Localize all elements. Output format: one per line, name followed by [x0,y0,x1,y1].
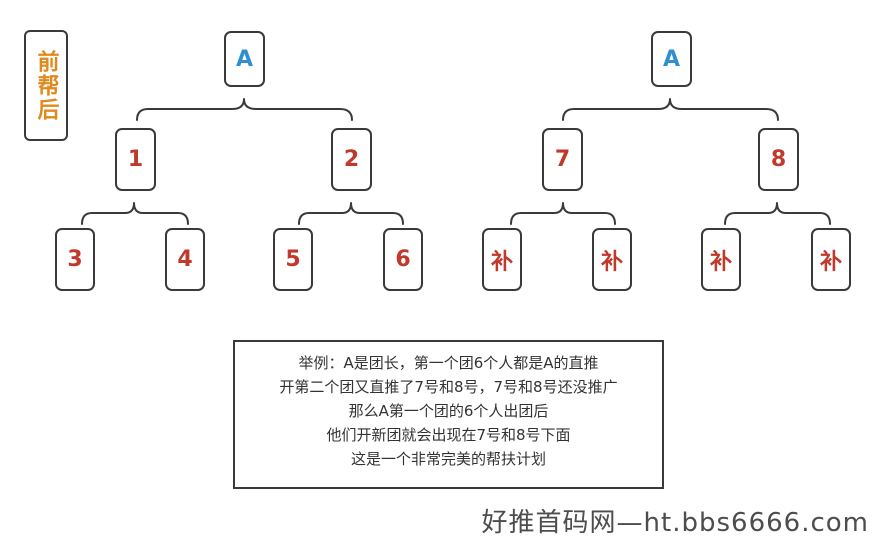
right-leaf-node: 补 [701,228,741,291]
left-leaf-node: 5 [273,228,313,291]
explanation-box: 举例：A是团长，第一个团6个人都是A的直推 开第二个团又直推了7号和8号，7号和… [233,340,664,489]
watermark-text: 好推首码网—ht.bbs6666.com [481,508,869,538]
explanation-line: 举例：A是团长，第一个团6个人都是A的直推 [298,354,599,372]
brace-left-1 [81,202,189,225]
brace-right-root [562,98,779,121]
explanation-line: 那么A第一个团的6个人出团后 [348,402,549,420]
left-leaf-node: 4 [165,228,205,291]
right-root-node: A [651,31,692,87]
right-leaf-node: 补 [592,228,632,291]
label-text: 前帮后 [33,49,59,122]
right-mid-node: 8 [758,128,799,191]
brace-left-2 [298,202,404,225]
right-leaf-node: 补 [811,228,851,291]
right-mid-node: 7 [542,128,583,191]
left-leaf-node: 6 [383,228,423,291]
left-leaf-node: 3 [55,228,95,291]
label-box: 前帮后 [24,30,68,141]
explanation-line: 他们开新团就会出现在7号和8号下面 [326,426,571,444]
left-mid-node: 2 [331,128,372,191]
explanation-line: 这是一个非常完美的帮扶计划 [350,450,546,468]
brace-right-7 [510,202,616,225]
brace-right-8 [724,202,831,225]
right-leaf-node: 补 [482,228,522,291]
left-mid-node: 1 [115,128,156,191]
left-root-node: A [224,31,265,87]
brace-left-root [136,98,353,121]
explanation-line: 开第二个团又直推了7号和8号，7号和8号还没推广 [279,378,618,396]
